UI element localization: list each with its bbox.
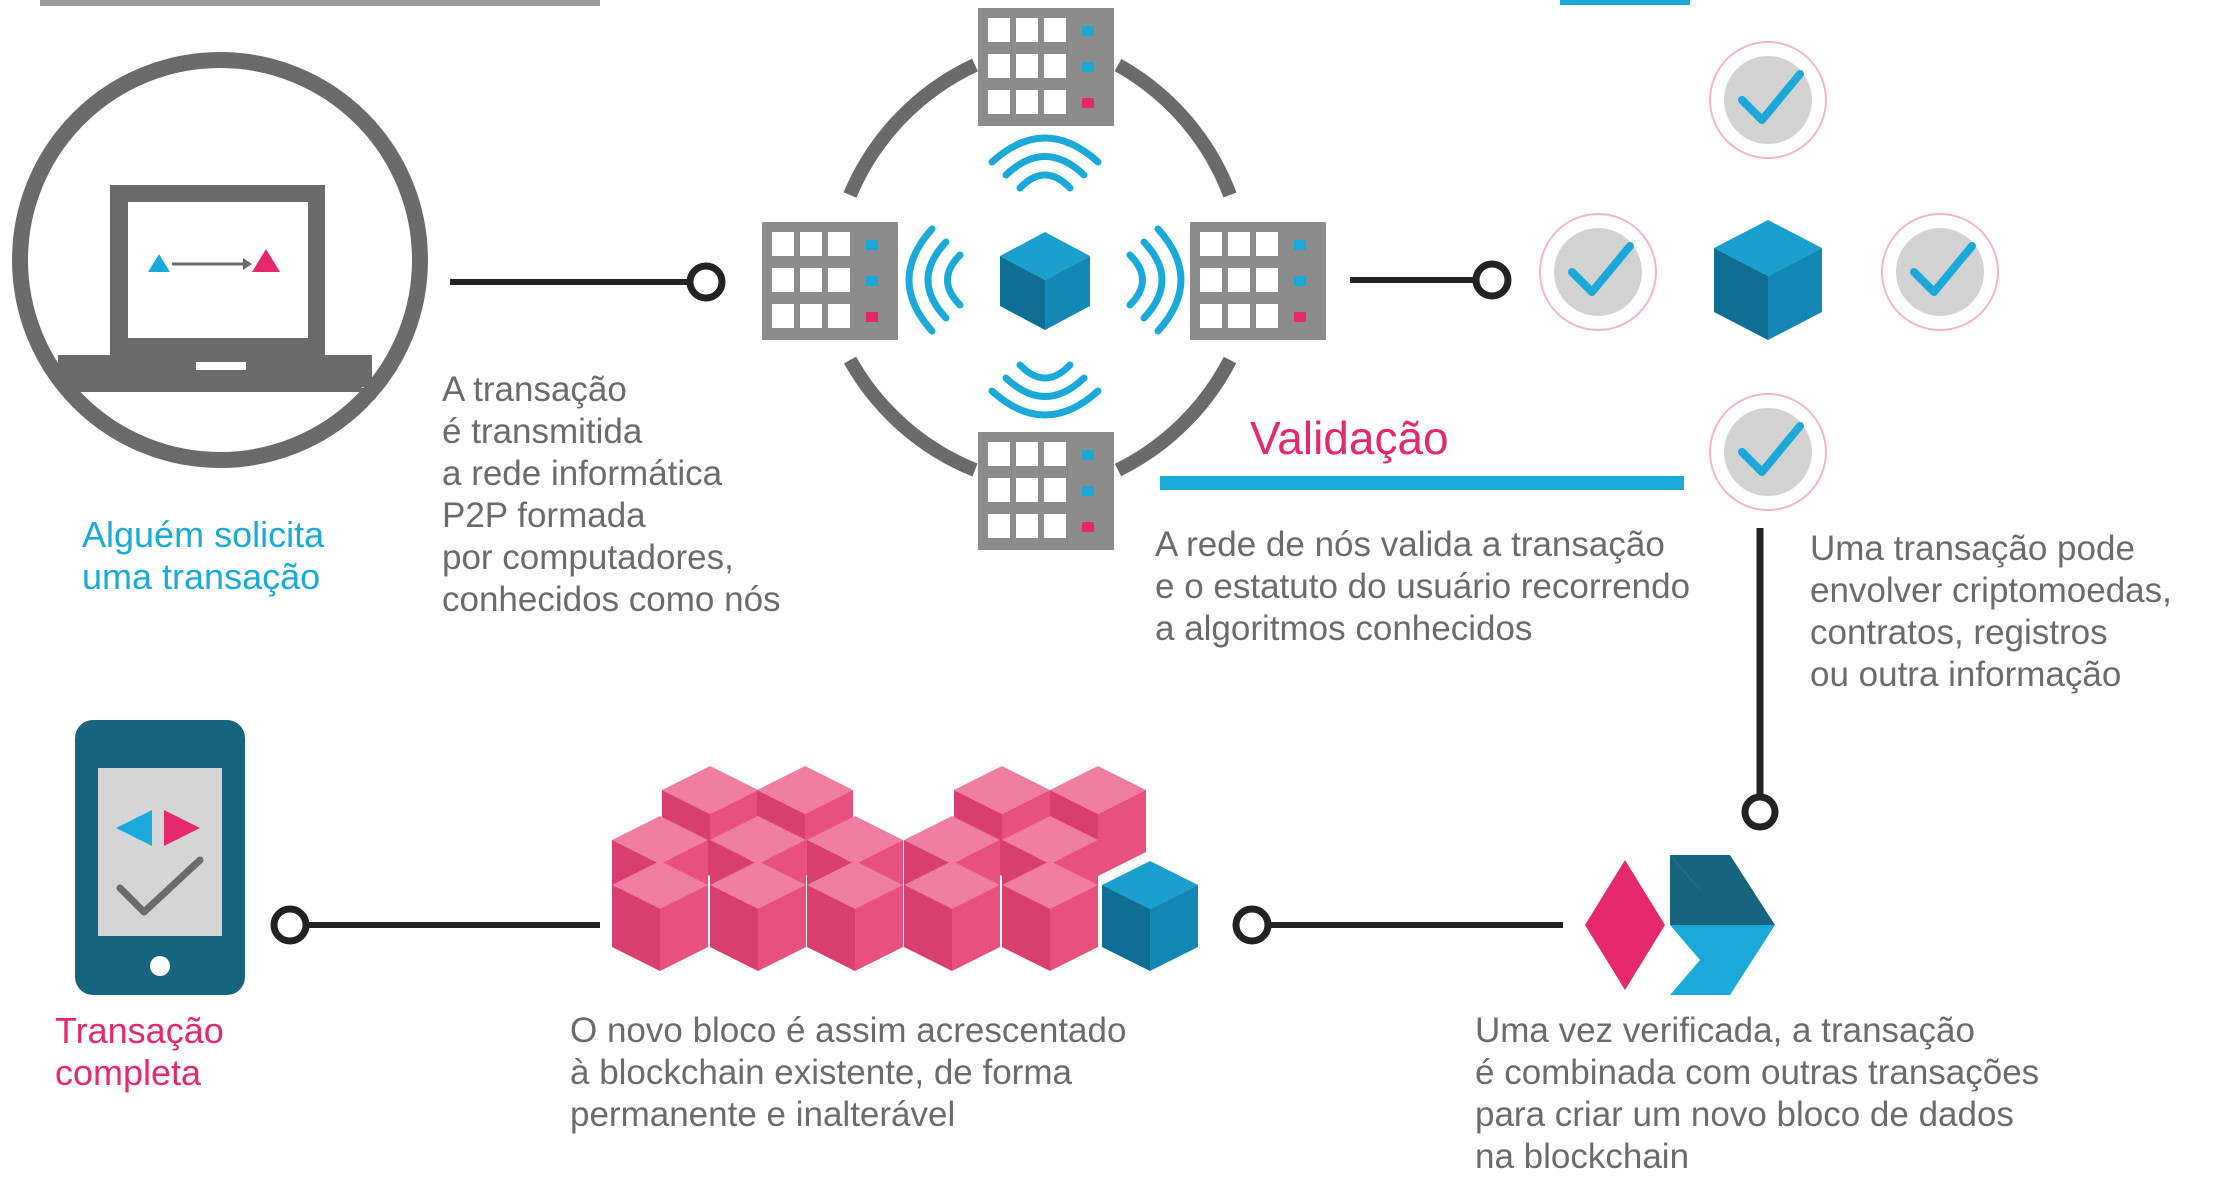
- block-pink: [807, 861, 903, 971]
- server-icon-left: [762, 222, 898, 340]
- wifi-signal-icon-top: [988, 134, 1102, 192]
- check-badge-icon-right: [1881, 213, 1999, 331]
- connector-4-node: [1232, 905, 1272, 945]
- connector-1-node: [686, 262, 726, 302]
- connector-5-node: [270, 905, 310, 945]
- validation-cluster: [1539, 41, 1999, 511]
- block-pink: [612, 861, 708, 971]
- top-left-text-fragment: [40, 0, 600, 6]
- transaction-content-description: Uma transação pode envolver criptomoedas…: [1810, 529, 2172, 694]
- step1-label: Alguém solicita uma transação: [82, 514, 325, 597]
- check-badge-icon-left: [1539, 213, 1657, 331]
- cube-icon-validation: [1714, 220, 1822, 340]
- block-pink: [710, 861, 806, 971]
- wifi-signal-icon-right: [1126, 225, 1185, 335]
- top-link-fragment: [1560, 0, 1690, 5]
- validation-description: A rede de nós valida a transação e o est…: [1155, 525, 1691, 648]
- server-icon-right: [1190, 222, 1326, 340]
- laptop-icon: [12, 52, 428, 468]
- check-badge-icon-top: [1709, 41, 1827, 159]
- step5-description: O novo bloco é assim acrescentado à bloc…: [570, 1011, 1127, 1134]
- server-icon-top: [978, 8, 1114, 126]
- validation-bar: [1160, 476, 1684, 490]
- server-icon-bottom: [978, 432, 1114, 550]
- check-badge-icon-bottom: [1709, 393, 1827, 511]
- step4-description: Uma vez verificada, a transação é combin…: [1475, 1011, 2040, 1176]
- connector-3-node: [1741, 793, 1779, 831]
- step2-description: A transação é transmitida a rede informá…: [442, 370, 781, 619]
- wifi-signal-icon-bottom: [988, 361, 1102, 419]
- validation-title: Validação: [1250, 412, 1449, 464]
- block-chain-icon: [612, 766, 1198, 971]
- p2p-network: [762, 8, 1326, 550]
- combine-arrows-icon: [1585, 855, 1775, 995]
- step6-label: Transação completa: [55, 1010, 224, 1093]
- block-pink: [904, 861, 1000, 971]
- connector-2-node: [1472, 260, 1512, 300]
- wifi-signal-icon-left: [905, 225, 964, 335]
- smartphone-icon: [75, 720, 245, 995]
- block-new-blue: [1102, 861, 1198, 971]
- cube-icon-network: [1000, 232, 1090, 330]
- block-pink: [1002, 861, 1098, 971]
